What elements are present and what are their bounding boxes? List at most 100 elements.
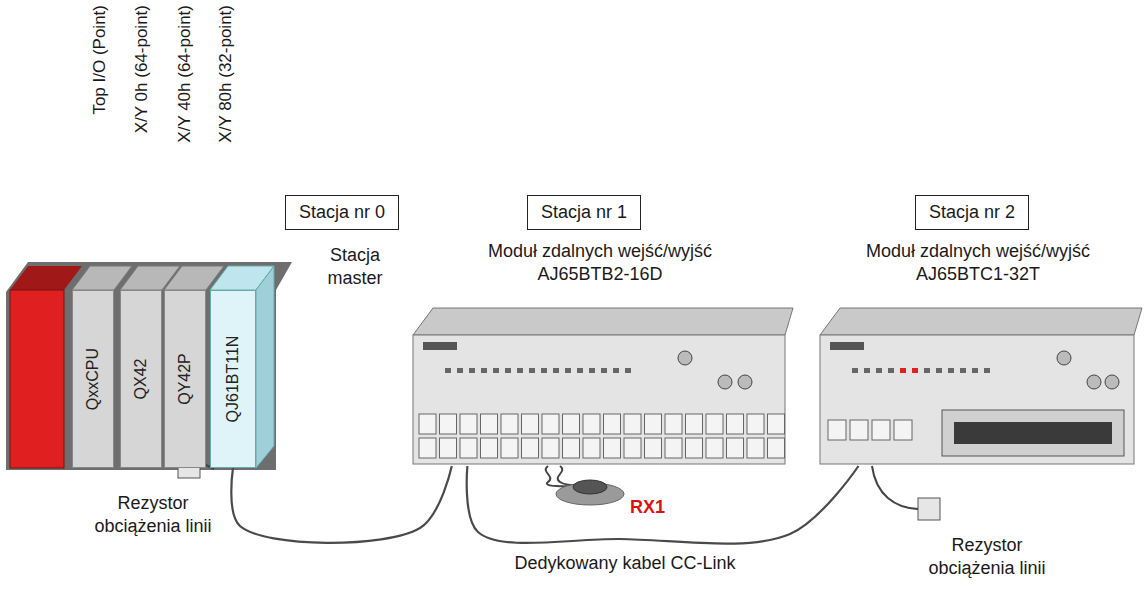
status-led — [960, 368, 966, 373]
terminal — [645, 414, 662, 434]
terminal — [583, 414, 600, 434]
io-address-label: Top I/O (Point) — [89, 5, 111, 195]
status-led — [852, 368, 858, 373]
terminal — [665, 414, 682, 434]
module-label: QY42P — [175, 291, 195, 467]
status-led — [529, 368, 535, 373]
status-led — [589, 368, 595, 373]
rotary-switch — [1057, 351, 1071, 365]
rotary-switch — [678, 351, 692, 365]
station-label: Stacja nr 0 — [299, 202, 385, 223]
terminal — [686, 414, 703, 434]
cc-link-cable — [467, 466, 859, 544]
terminal — [665, 438, 682, 458]
maker-plate — [423, 342, 457, 350]
io-address-label: X/Y 0h (64-point) — [131, 5, 153, 195]
annotation: Rezystor obciążenia linii — [78, 492, 228, 537]
rotary-switch — [1105, 375, 1119, 389]
status-led — [493, 368, 499, 373]
status-led — [481, 368, 487, 373]
cc-link-cable — [231, 466, 452, 543]
status-led — [505, 368, 511, 373]
annotation: Stacja master — [300, 244, 410, 289]
resistor-wire — [872, 466, 918, 509]
button-cap — [573, 480, 607, 494]
terminal — [440, 414, 457, 434]
remote-io-module — [413, 308, 793, 464]
status-led — [541, 368, 547, 373]
module-label: QxxCPU — [83, 291, 103, 467]
status-led — [517, 368, 523, 373]
status-led — [565, 368, 571, 373]
terminal — [542, 414, 559, 434]
power-module — [10, 290, 64, 468]
terminal — [563, 438, 580, 458]
status-led — [972, 368, 978, 373]
terminal — [481, 438, 498, 458]
status-led — [864, 368, 870, 373]
rotary-switch — [738, 375, 752, 389]
status-led — [601, 368, 607, 373]
terminal — [460, 414, 477, 434]
terminal — [522, 438, 539, 458]
terminal — [624, 414, 641, 434]
resistor-symbol — [918, 498, 940, 520]
status-led — [469, 368, 475, 373]
module-top — [820, 308, 1142, 335]
rotary-switch — [718, 375, 732, 389]
status-led — [912, 368, 918, 373]
station-box: Stacja nr 2 — [915, 195, 1029, 230]
terminal — [686, 438, 703, 458]
annotation: Dedykowany kabel CC-Link — [470, 552, 780, 575]
terminal — [460, 438, 477, 458]
plc-module: QJ61BT11N — [210, 290, 256, 468]
status-led — [900, 368, 906, 373]
terminal — [501, 438, 518, 458]
module-side — [256, 266, 274, 468]
terminal — [828, 420, 846, 440]
terminal — [522, 414, 539, 434]
station-label: Stacja nr 1 — [541, 202, 627, 223]
annotation: Rezystor obciążenia linii — [912, 534, 1062, 579]
terminal — [850, 420, 868, 440]
terminal — [542, 438, 559, 458]
station-label: Stacja nr 2 — [929, 202, 1015, 223]
rack-base — [6, 262, 292, 470]
connector-socket — [954, 422, 1112, 444]
terminal — [768, 438, 785, 458]
module-front — [413, 335, 785, 464]
module-heading: Moduł zdalnych wejść/wyjść AJ65BTC1-32T — [846, 240, 1111, 285]
push-button — [546, 466, 624, 505]
module-heading: Moduł zdalnych wejść/wyjść AJ65BTB2-16D — [468, 240, 733, 285]
terminal — [604, 414, 621, 434]
terminal — [706, 414, 723, 434]
status-led — [984, 368, 990, 373]
plc-rack — [6, 262, 292, 470]
status-led — [936, 368, 942, 373]
terminal — [747, 414, 764, 434]
terminal — [872, 420, 890, 440]
rotary-switch — [1087, 375, 1101, 389]
terminal — [727, 414, 744, 434]
io-connector — [942, 410, 1124, 456]
status-led — [457, 368, 463, 373]
terminal — [727, 438, 744, 458]
terminal — [624, 438, 641, 458]
terminal — [706, 438, 723, 458]
power-module-top — [10, 266, 82, 290]
status-led — [613, 368, 619, 373]
status-led — [876, 368, 882, 373]
io-address-label: X/Y 40h (64-point) — [174, 5, 196, 195]
plc-module: QX42 — [120, 290, 162, 468]
io-address-label: X/Y 80h (32-point) — [215, 5, 237, 195]
station-box: Stacja nr 0 — [285, 195, 399, 230]
plc-module: QY42P — [164, 290, 206, 468]
maker-plate — [830, 342, 864, 350]
annotation: RX1 — [630, 496, 680, 519]
status-led — [445, 368, 451, 373]
terminal — [440, 438, 457, 458]
remote-io-module: Moduł zdalnych wejść/wyjść AJ65BTB2-16D — [405, 240, 795, 466]
terminal — [768, 414, 785, 434]
terminal — [481, 414, 498, 434]
